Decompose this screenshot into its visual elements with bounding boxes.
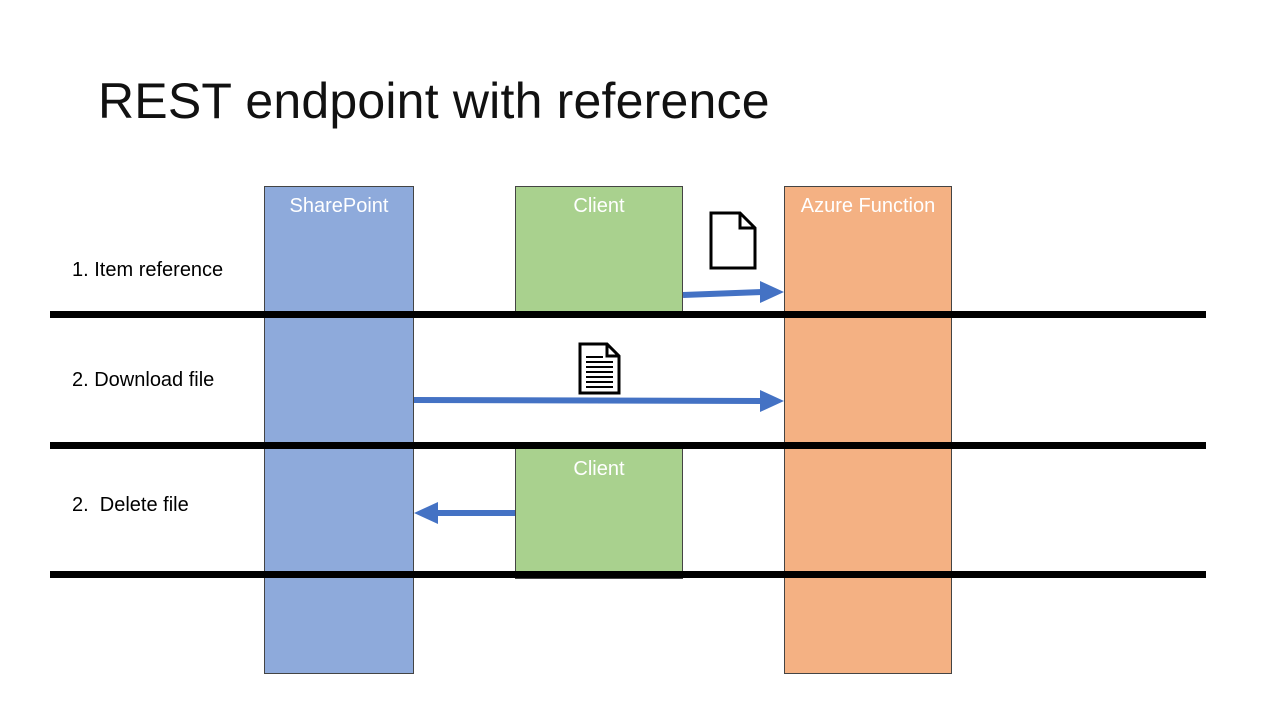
- arrow-client-to-azure: [682, 281, 784, 303]
- divider-line-1: [50, 311, 1206, 318]
- sharepoint-label: SharePoint: [289, 195, 389, 217]
- client-box-top: Client: [515, 186, 683, 313]
- client-box-bottom: Client: [515, 447, 683, 579]
- azure-function-label: Azure Function: [800, 195, 936, 217]
- client-label-top: Client: [573, 195, 625, 217]
- step-label-item-reference: 1. Item reference: [72, 259, 224, 281]
- azure-function-column: Azure Function: [784, 186, 952, 674]
- arrow-client-to-sharepoint: [414, 502, 515, 524]
- divider-line-3: [50, 571, 1206, 578]
- blank-document-icon: [709, 211, 757, 270]
- client-label-bottom: Client: [573, 458, 625, 480]
- step-label-delete-file: 2. Delete file: [72, 494, 189, 516]
- step-label-download-file: 2. Download file: [72, 369, 215, 391]
- text-document-icon: [578, 342, 621, 395]
- arrow-sharepoint-to-azure: [413, 390, 784, 412]
- slide-title: REST endpoint with reference: [98, 73, 770, 129]
- divider-line-2: [50, 442, 1206, 449]
- sharepoint-column: SharePoint: [264, 186, 414, 674]
